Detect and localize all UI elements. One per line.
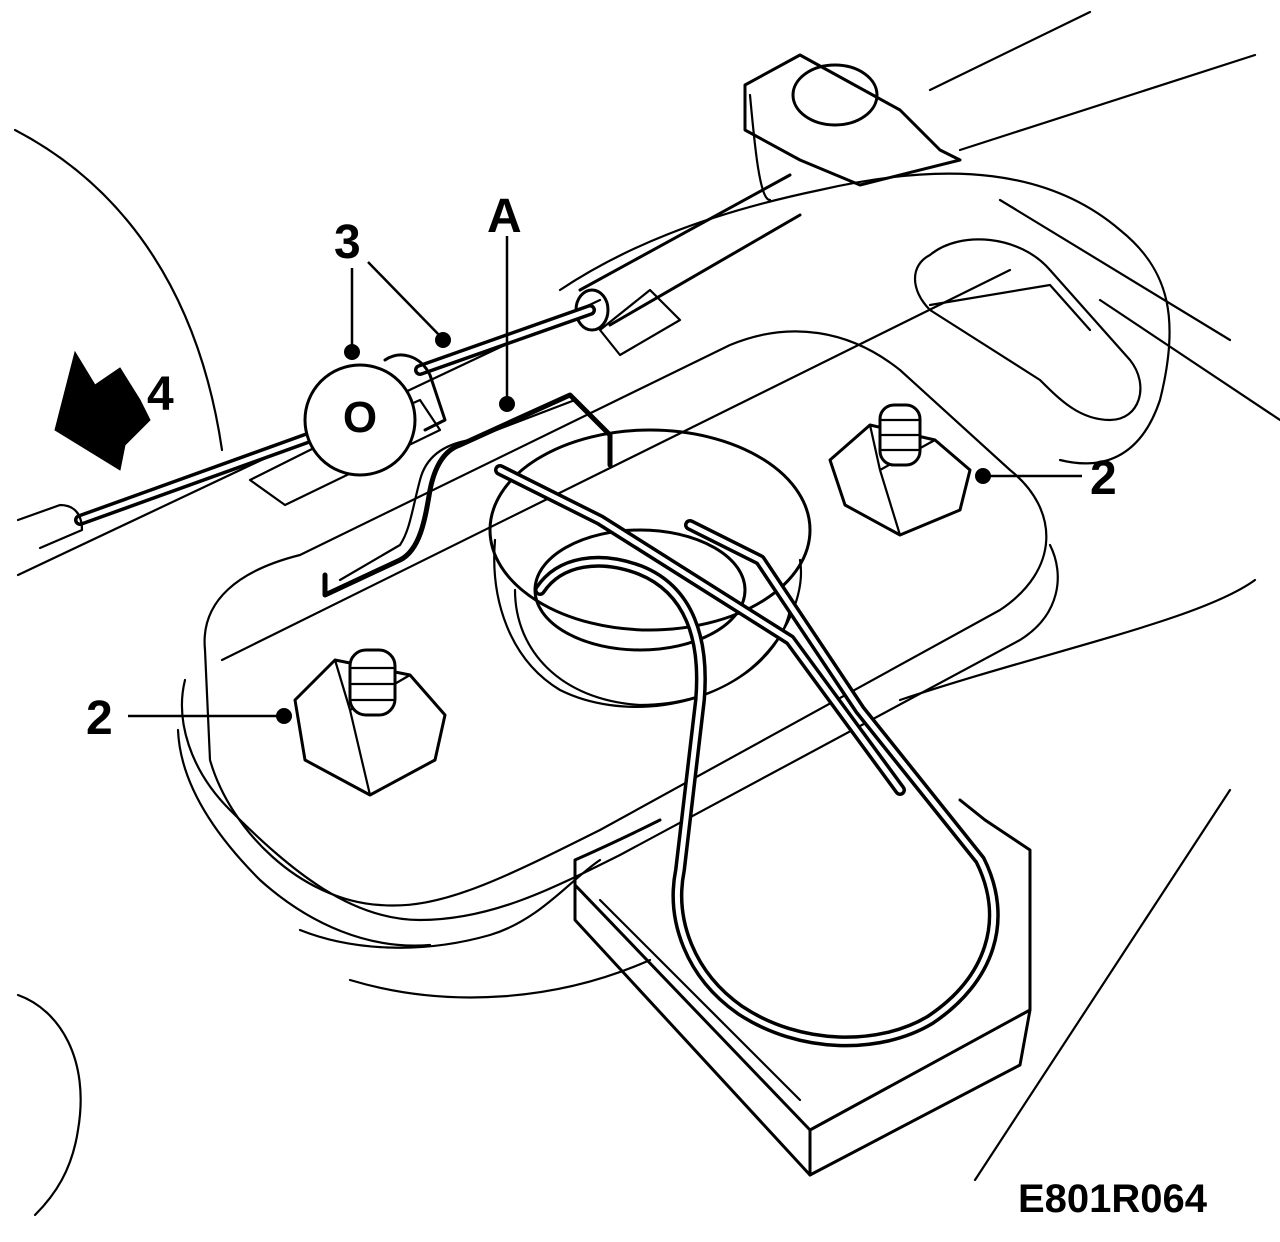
pulley-rim-2 [513, 588, 792, 707]
lower-guard-edge [573, 883, 812, 1177]
frame-line-lower-right [898, 578, 1257, 702]
housing-outline-left [13, 128, 224, 452]
lower-guard-inner [598, 898, 802, 1102]
lower-guard-front [573, 818, 662, 887]
frame-line-mid [220, 268, 1012, 662]
leader-2-left-dot [276, 708, 292, 724]
housing-outline-lower-left [16, 993, 82, 1217]
frame-line-right-4 [1098, 298, 1280, 422]
leader-a-dot [499, 396, 515, 412]
top-bracket-side [748, 93, 772, 202]
drive-belt-return-core [497, 467, 903, 793]
callout-a: A [487, 190, 522, 243]
tension-plate-edge [180, 543, 1059, 922]
callout-2-right: 2 [1090, 452, 1117, 505]
upper-arm-slot-inner [928, 283, 1092, 332]
figure-code: E801R064 [1018, 1177, 1208, 1221]
frame-line-bottom-diag [973, 788, 1232, 1182]
callout-4: 4 [147, 368, 174, 421]
direction-arrow-4 [54, 350, 151, 471]
tension-plate-base [298, 858, 602, 949]
frame-line-right-top [928, 10, 1092, 92]
callout-3: 3 [334, 216, 361, 269]
callout-2-left: 2 [86, 692, 113, 745]
inner-cable-core [77, 427, 333, 523]
drive-belt [534, 519, 1000, 1048]
cable-sheath [578, 173, 792, 292]
lower-guard-face [808, 1008, 1032, 1177]
cable-sheath-2 [608, 213, 802, 327]
leader-2-right-dot [975, 468, 991, 484]
top-bracket-hole [791, 63, 879, 127]
lever-hook [383, 353, 447, 432]
nut-right [828, 403, 972, 537]
cable-nipple [303, 363, 417, 477]
frame-line-bottom-curve [348, 958, 652, 999]
cable-nipple-marking: O [343, 393, 377, 442]
upper-arm-plate [558, 172, 1171, 465]
tension-plate-edge-2 [176, 728, 432, 947]
leader-3-right-dot [435, 332, 451, 348]
spring-a-outline [322, 392, 613, 598]
cable-bracket-tab [598, 288, 682, 357]
leader-3-left-dot [344, 344, 360, 360]
frame-line-right-3 [998, 198, 1232, 342]
pulley-outer [488, 428, 812, 632]
spring-a-outline-inner [338, 398, 577, 582]
upper-arm-slot [914, 238, 1142, 422]
inner-cable-upper-core [417, 307, 593, 373]
top-bracket [743, 53, 962, 187]
frame-line-right-2 [958, 53, 1257, 152]
leader-3-right [367, 261, 443, 339]
cable-end-sleeve [16, 503, 84, 550]
lower-guard [573, 798, 1032, 1132]
drive-belt-core [537, 522, 997, 1044]
nut-left [293, 648, 447, 797]
